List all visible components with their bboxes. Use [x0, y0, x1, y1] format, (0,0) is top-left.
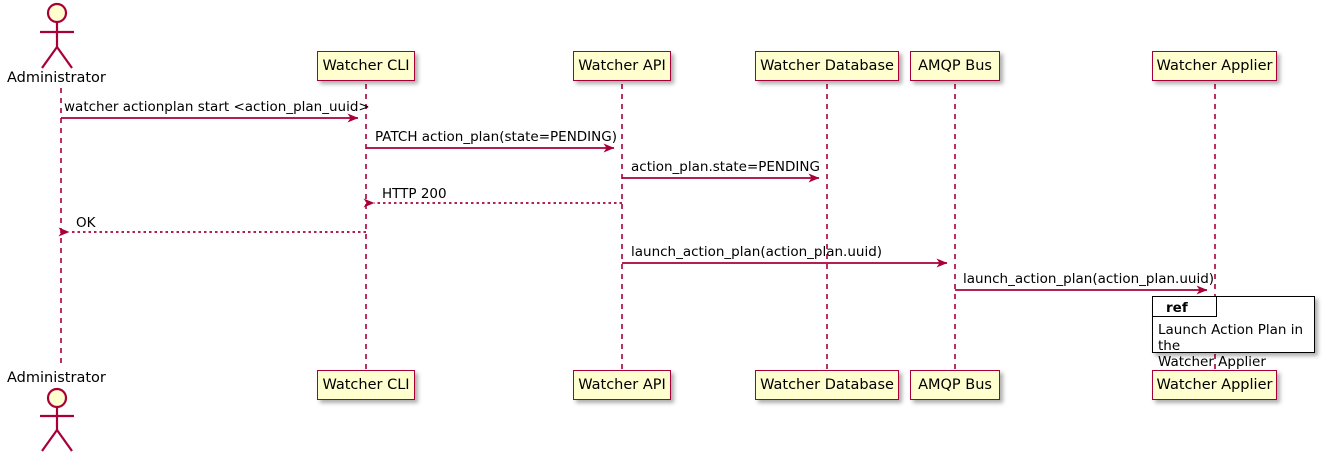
actor-label-administrator-top: Administrator — [7, 70, 106, 86]
message-label-launch-action-plan-amqp: launch_action_plan(action_plan.uuid) — [631, 244, 883, 260]
participant-watcher-database-bottom[interactable]: Watcher Database — [755, 370, 899, 400]
message-label-http-200: HTTP 200 — [382, 186, 447, 202]
participant-amqp-bus-bottom[interactable]: AMQP Bus — [910, 370, 1000, 400]
ref-fragment-launch-action-plan[interactable] — [1152, 296, 1315, 353]
participant-watcher-applier-bottom[interactable]: Watcher Applier — [1152, 370, 1277, 400]
actor-administrator-bottom — [40, 387, 74, 452]
participant-watcher-applier-top[interactable]: Watcher Applier — [1152, 51, 1277, 81]
message-label-watcher-actionplan-start: watcher actionplan start <action_plan_uu… — [64, 99, 370, 115]
participant-watcher-cli-top[interactable]: Watcher CLI — [317, 51, 415, 81]
message-label-launch-action-plan-applier: launch_action_plan(action_plan.uuid) — [963, 271, 1215, 287]
participant-amqp-bus-top[interactable]: AMQP Bus — [910, 51, 1000, 81]
participant-watcher-api-top[interactable]: Watcher API — [573, 51, 671, 81]
message-label-patch-action-plan: PATCH action_plan(state=PENDING) — [375, 129, 617, 145]
message-arrows-group — [58, 113, 1208, 295]
participant-watcher-cli-bottom[interactable]: Watcher CLI — [317, 370, 415, 400]
message-label-ok: OK — [76, 215, 96, 231]
ref-fragment-body-text: Launch Action Plan in the Watcher Applie… — [1158, 322, 1304, 370]
ref-fragment-tab — [1153, 297, 1217, 317]
lifelines-group — [60, 84, 1216, 370]
participant-watcher-api-bottom[interactable]: Watcher API — [573, 370, 671, 400]
message-label-action-plan-state-pending: action_plan.state=PENDING — [631, 159, 820, 175]
actor-administrator-top — [40, 2, 74, 69]
participant-watcher-database-top[interactable]: Watcher Database — [755, 51, 899, 81]
actor-label-administrator-bottom: Administrator — [7, 370, 106, 386]
ref-fragment-operator-label: ref — [1166, 300, 1188, 316]
